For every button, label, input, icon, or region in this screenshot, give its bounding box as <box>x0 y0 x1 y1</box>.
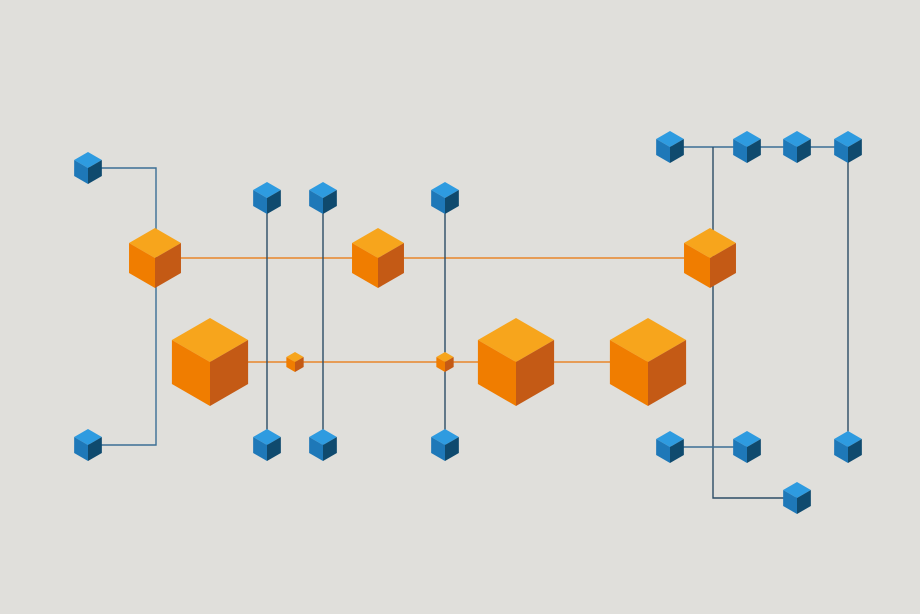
orange-cube-icon <box>436 352 454 372</box>
blue-cube-icon <box>431 429 459 461</box>
cube-nodes <box>74 131 862 514</box>
blue-cube-icon <box>253 182 281 214</box>
blue-cube-icon <box>309 429 337 461</box>
blue-cube-icon <box>783 482 811 514</box>
orange-cube-icon <box>129 228 181 288</box>
orange-cube-icon <box>171 318 249 406</box>
blue-cube-icon <box>834 431 862 463</box>
orange-cube-icon <box>477 318 555 406</box>
connector-line <box>88 167 157 446</box>
blue-cube-icon <box>783 131 811 163</box>
blue-cube-icon <box>733 431 761 463</box>
blue-cube-icon <box>253 429 281 461</box>
blue-cube-icon <box>656 431 684 463</box>
orange-cube-icon <box>609 318 687 406</box>
blue-cube-icon <box>834 131 862 163</box>
orange-cube-icon <box>286 352 304 372</box>
blue-cube-icon <box>74 152 102 184</box>
blue-cube-icon <box>733 131 761 163</box>
blue-cube-icon <box>309 182 337 214</box>
orange-cube-icon <box>352 228 404 288</box>
blue-cube-icon <box>656 131 684 163</box>
blue-cube-icon <box>74 429 102 461</box>
connection-lines <box>88 146 849 499</box>
orange-cube-icon <box>684 228 736 288</box>
blue-cube-icon <box>431 182 459 214</box>
